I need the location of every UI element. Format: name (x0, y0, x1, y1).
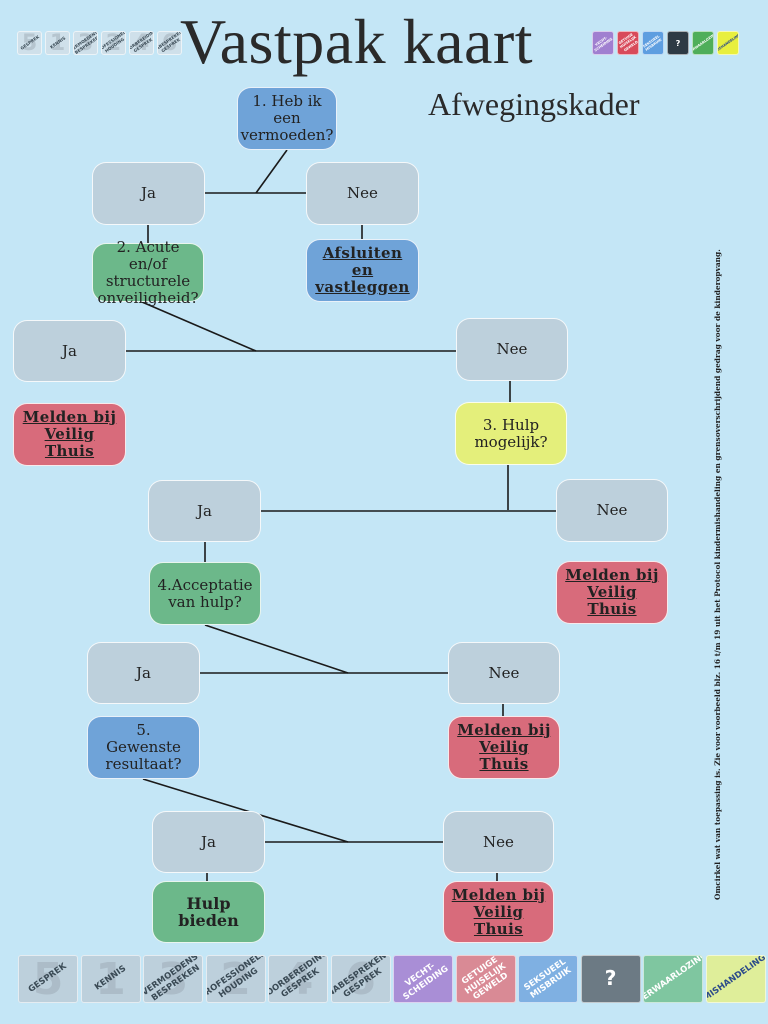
tile-number: 4 (282, 955, 314, 1003)
question-3-node: 3. Hulp mogelijk? (455, 402, 567, 465)
question-1-node: 1. Heb ik een vermoeden? (237, 87, 337, 150)
tile-number: 3 (77, 31, 94, 55)
help-offer-node: Hulp bieden (152, 881, 265, 943)
tile-vecht: VECHT- SCHEIDING (393, 955, 453, 1003)
q1-yes-node: Ja (92, 162, 205, 225)
q4-yes-node: Ja (87, 642, 200, 704)
report-veilig-thuis-1-node: Melden bij Veilig Thuis (13, 403, 126, 466)
tile-number: 3 (157, 955, 189, 1003)
close-and-record-node: Afsluiten en vastleggen (306, 239, 419, 302)
q3-no-node: Nee (556, 479, 668, 542)
report-veilig-thuis-4-node: Melden bij Veilig Thuis (443, 881, 554, 943)
tile-number: 5 (21, 31, 38, 55)
tile-?: ? (667, 31, 689, 55)
tile-number: 5 (32, 955, 64, 1003)
page-title: Vastpak kaart (180, 6, 534, 77)
tile-?: ? (580, 955, 641, 1003)
tile-number: 4 (133, 31, 150, 55)
q3-yes-node: Ja (148, 480, 261, 542)
report-veilig-thuis-3-node: Melden bij Veilig Thuis (448, 716, 560, 779)
question-2-node: 2. Acute en/of structurele onveiligheid? (92, 238, 204, 306)
page-subtitle: Afwegingskader (428, 86, 640, 122)
tile-label: ? (604, 966, 617, 991)
tile-vecht: VECHT- SCHEIDING (592, 31, 614, 55)
q1-no-node: Nee (306, 162, 419, 225)
tile-label: VECHT- SCHEIDING (400, 960, 450, 1002)
report-veilig-thuis-2-node: Melden bij Veilig Thuis (556, 561, 668, 624)
q2-no-node: Nee (456, 318, 568, 381)
q5-no-node: Nee (443, 811, 554, 873)
tile-number: 6 (345, 955, 376, 1003)
tile-label: ? (675, 37, 681, 48)
tile-label: VERWAARLOZING (643, 955, 703, 1003)
tile-number: 1 (49, 31, 66, 55)
q5-yes-node: Ja (152, 811, 265, 873)
q4-no-node: Nee (448, 642, 560, 704)
tile-number: 1 (95, 955, 126, 1003)
tile-seksueel: SEKSUEEL MISBRUIK (642, 31, 664, 55)
tile-number: 2 (105, 31, 122, 55)
tile-verwaarlozing: VERWAARLOZING (643, 955, 703, 1003)
tile-label: GETUIGE HUISELIJK GEWELD (459, 955, 510, 1002)
tile-number: 6 (161, 31, 178, 55)
question-4-node: 4.Acceptatie van hulp? (149, 562, 261, 625)
tile-verwaarlozing: VERWAARLOZING (692, 31, 714, 55)
tile-number: 2 (220, 955, 251, 1003)
tile-getuige: GETUIGE HUISELIJK GEWELD (455, 955, 516, 1003)
tile-label: MISHANDELING (705, 955, 766, 1003)
tile-mishandeling: MISHANDELING (705, 955, 766, 1003)
question-5-node: 5. Gewenste resultaat? (87, 716, 200, 779)
tile-label: SEKSUEEL MISBRUIK (522, 956, 573, 1000)
tile-mishandeling: MISHANDELING (717, 31, 739, 55)
q2-yes-node: Ja (13, 320, 126, 382)
tile-seksueel: SEKSUEEL MISBRUIK (518, 955, 578, 1003)
tile-getuige: GETUIGE HUISELIJK GEWELD (617, 31, 639, 55)
